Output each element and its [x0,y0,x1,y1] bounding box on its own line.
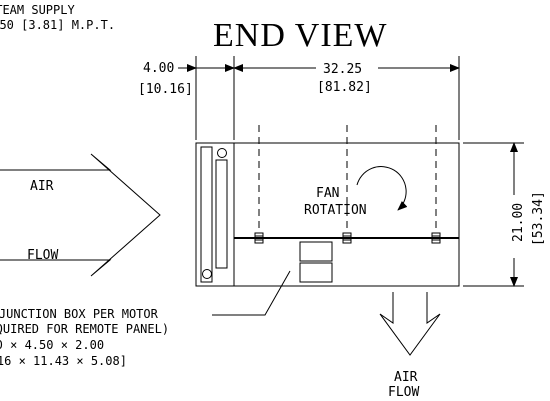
dim-main-width-metric: [81.82] [317,80,372,95]
junction-box-upper [299,241,333,262]
junction-box-note-2: (REQUIRED FOR REMOTE PANEL) [0,322,169,336]
steam-connection-top [217,148,227,158]
dim-left-width-metric: [10.16] [138,82,193,97]
junction-box-note-3: 4.00 × 4.50 × 2.00 [0,338,104,352]
unit-outline [195,142,460,287]
junction-box-note-1: (1) JUNCTION BOX PER MOTOR [0,307,159,321]
air-out-arrow-icon [379,292,441,356]
coil-tube-left [200,146,213,283]
steam-connection-bottom [202,269,212,279]
bearing-3 [431,232,441,244]
fan-rotation-label-2: ROTATION [304,203,367,218]
steam-supply-size: 1.50 [3.81] M.P.T. [0,18,115,32]
steam-supply-label: STEAM SUPPLY [0,3,75,17]
junction-box-leader [212,270,291,316]
fan-rotation-label-1: FAN [316,186,339,201]
junction-box-note-4: [10.16 × 11.43 × 5.08] [0,354,127,368]
drawing-title: END VIEW [213,17,388,54]
air-in-label-bottom: FLOW [27,248,58,263]
dim-left-width: 4.00 [143,61,174,76]
dim-height-metric: [53.34] [531,191,546,246]
bearing-1 [254,232,264,244]
coil-tube-right [215,159,228,269]
fan-rotation-arrow-icon [356,166,408,211]
dim-height: 21.00 [511,203,526,242]
air-in-arrow-icon [0,153,161,277]
air-out-label-bottom: FLOW [388,385,419,400]
bearing-2 [342,232,352,244]
air-out-label-top: AIR [394,370,418,385]
air-in-label-top: AIR [30,179,54,194]
junction-box-lower [299,262,333,283]
dim-main-width: 32.25 [323,62,362,77]
